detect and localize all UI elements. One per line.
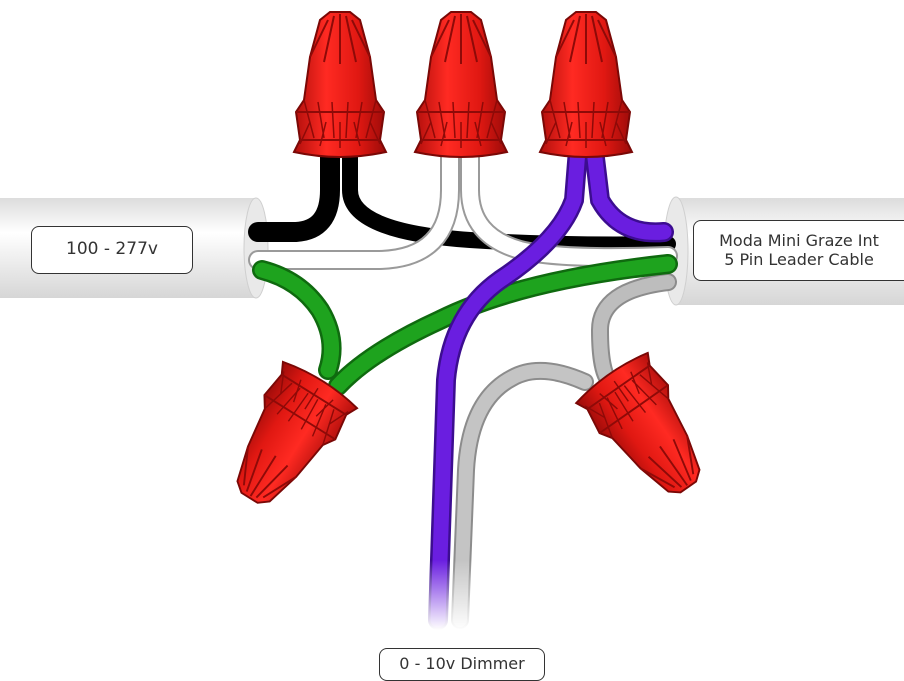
wire-nut-black (293, 11, 387, 158)
leader-cable-text-line2: 5 Pin Leader Cable (724, 249, 874, 269)
leader-cable-text-line1: Moda Mini Graze Int (719, 231, 879, 251)
black-wire-left (248, 140, 340, 242)
wire-nut-white (414, 11, 508, 158)
wires (248, 140, 678, 630)
leader-cable-label: Moda Mini Graze Int 5 Pin Leader Cable (693, 220, 904, 281)
dimmer-text: 0 - 10v Dimmer (399, 654, 525, 674)
line-voltage-label: 100 - 277v (31, 226, 193, 274)
wire-nut-purple (539, 11, 633, 158)
black-wire-right (342, 142, 676, 253)
dimmer-label: 0 - 10v Dimmer (379, 648, 545, 681)
line-voltage-text: 100 - 277v (66, 239, 158, 260)
